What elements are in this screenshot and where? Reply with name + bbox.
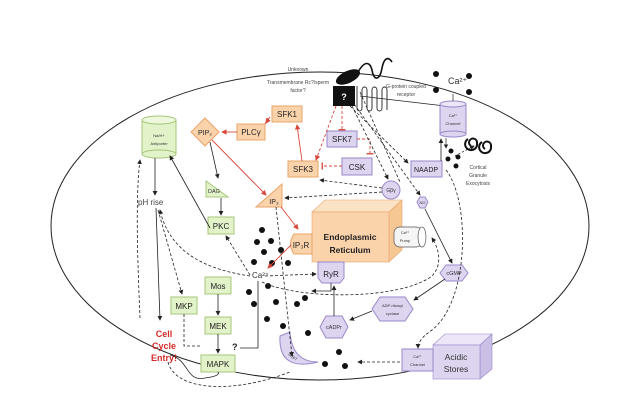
svg-text:Channel: Channel — [410, 362, 425, 367]
svg-text:Channel: Channel — [446, 121, 461, 126]
gbg-node: Gβγ — [381, 180, 401, 200]
pip2-node: PIP₂ — [190, 117, 220, 147]
cortical-label-3: Exocytosis — [466, 181, 490, 187]
acidic-stores: Acidic Stores — [432, 333, 493, 380]
svg-text:Ca²⁺: Ca²⁺ — [401, 230, 410, 235]
svg-text:?: ? — [341, 92, 347, 102]
factor-label: factor? — [290, 88, 306, 94]
irbit-node: IRBIT — [279, 331, 319, 365]
cgmp-node: cGMP — [439, 264, 469, 282]
red-pathway-arrows — [211, 105, 374, 269]
calcium-ions-cytosol — [246, 227, 348, 369]
svg-text:Acidic: Acidic — [445, 352, 468, 362]
svg-text:Stores: Stores — [444, 364, 469, 374]
mos-node: Mos — [204, 276, 232, 295]
svg-text:IP₃: IP₃ — [269, 199, 279, 206]
ryr-node: RyR — [317, 261, 345, 284]
adp-ribosyl-cyclase-node: ADP-ribosyl cyclase — [371, 296, 414, 322]
ca-pump: Ca²⁺ Pump — [393, 226, 427, 248]
svg-text:Reticulum: Reticulum — [329, 245, 371, 255]
ca-outside-label: Ca²⁺ — [448, 76, 468, 86]
svg-text:Pump: Pump — [400, 238, 411, 243]
ip3-node: IP₃ — [254, 182, 283, 208]
svg-text:RyR: RyR — [323, 270, 339, 279]
calcium-ions-granule — [445, 148, 461, 169]
svg-text:ADP-ribosyl: ADP-ribosyl — [382, 303, 403, 308]
svg-text:MAPK: MAPK — [207, 360, 230, 369]
ca-center-label: Ca²⁺ — [252, 271, 269, 280]
gpcr-icon — [356, 86, 388, 112]
endoplasmic-reticulum: Endoplasmic Reticulum — [311, 199, 403, 263]
svg-text:NAADP: NAADP — [414, 167, 438, 174]
ip3r-node: IP₃R — [290, 233, 313, 255]
no-node: NO — [416, 196, 429, 209]
svg-text:SFK3: SFK3 — [293, 165, 314, 174]
sfk7-node: SFK7 — [326, 130, 358, 148]
cell-cycle-label-1: Cell — [156, 329, 173, 339]
svg-text:Antiporter: Antiporter — [150, 141, 168, 146]
svg-text:MEK: MEK — [209, 322, 227, 331]
svg-text:Gβγ: Gβγ — [386, 188, 396, 194]
ca-channel-top: Ca²⁺ Channel — [439, 100, 467, 138]
cortical-granule-icon — [464, 137, 493, 155]
dashed-pathway-arrows — [136, 91, 463, 387]
cortical-label-1: Cortical — [470, 165, 487, 171]
svg-text:Ca²⁺: Ca²⁺ — [449, 113, 458, 118]
svg-text:SFK7: SFK7 — [332, 135, 353, 144]
svg-text:IP₃R: IP₃R — [293, 241, 310, 250]
cell-membrane — [50, 71, 590, 381]
ca-channel-bottom: Ca²⁺ Channel — [401, 348, 434, 372]
transmembrane-label: Transmembrane Rc?/sperm — [267, 80, 329, 86]
cortical-label-2: Granule — [469, 173, 487, 179]
mek-node: MEK — [204, 316, 232, 335]
sfk3-node: SFK3 — [287, 160, 319, 178]
cell-cycle-label-2: Cycle — [152, 341, 176, 351]
pkc-node: PKC — [207, 216, 235, 235]
gpcr-label-2: receptor — [397, 92, 416, 98]
mkp-node: MKP — [170, 296, 198, 315]
plcg-node: PLCγ — [236, 123, 266, 141]
svg-text:CSK: CSK — [349, 163, 366, 172]
svg-text:cGMP: cGMP — [446, 271, 462, 277]
svg-text:PIP₂: PIP₂ — [198, 130, 212, 137]
unknown-receptor-box — [333, 86, 355, 106]
svg-text:SFK1: SFK1 — [277, 110, 298, 119]
svg-text:cyclase: cyclase — [386, 311, 400, 316]
unknown-label: Unknown — [288, 67, 309, 73]
svg-text:DAG: DAG — [208, 189, 220, 195]
csk-node: CSK — [341, 157, 373, 176]
cell-cycle-label-3: Entry! — [151, 353, 177, 363]
sfk1-node: SFK1 — [271, 105, 303, 123]
sperm-icon — [335, 57, 393, 85]
calcium-ions-outside — [433, 71, 472, 95]
ph-rise-label: pH rise — [138, 198, 164, 207]
svg-text:Ca²⁺: Ca²⁺ — [413, 354, 422, 359]
svg-text:Endoplasmic: Endoplasmic — [324, 232, 377, 242]
gpcr-label: G-protein coupled — [386, 84, 426, 90]
svg-text:IRBIT: IRBIT — [287, 352, 299, 362]
dag-node: DAG — [205, 180, 230, 198]
black-pathway-arrows — [152, 138, 453, 379]
svg-text:MKP: MKP — [175, 302, 192, 311]
svg-text:Na/H+: Na/H+ — [153, 133, 165, 138]
svg-text:PKC: PKC — [213, 222, 230, 231]
svg-text:PLCγ: PLCγ — [241, 128, 261, 137]
na-h-antiporter: Na/H+ Antiporter — [141, 115, 177, 159]
svg-text:cADPr: cADPr — [326, 325, 342, 331]
cadpr-node: cADPr — [319, 315, 349, 339]
naadp-node: NAADP — [410, 160, 443, 178]
svg-text:Mos: Mos — [210, 282, 225, 291]
mapk-node: MAPK — [200, 354, 236, 373]
unknown-link-mark: ? — [232, 342, 238, 352]
svg-text:NO: NO — [420, 200, 426, 205]
